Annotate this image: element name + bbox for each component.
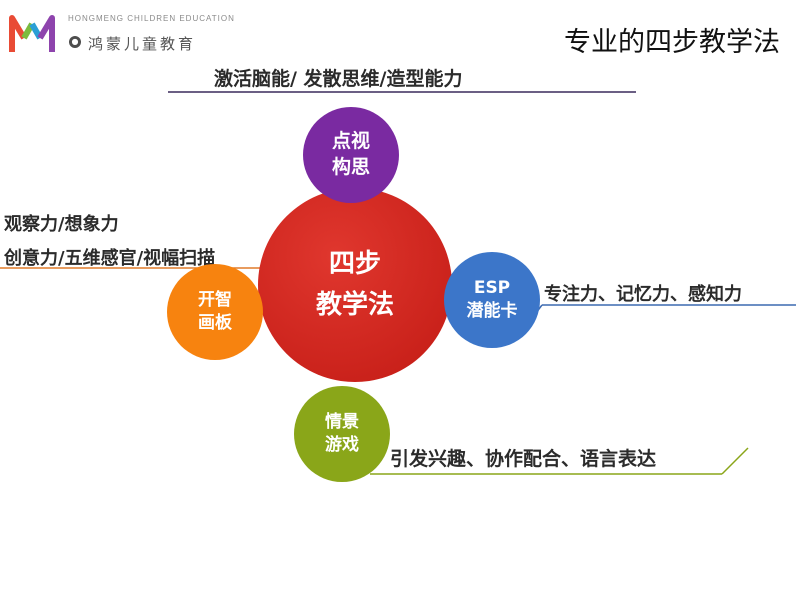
right-node-description: 专注力、记忆力、感知力 bbox=[544, 284, 742, 305]
right-node-circle: ESP 潜能卡 bbox=[444, 252, 540, 348]
bottom-pointer bbox=[721, 447, 749, 475]
left-node-line1: 开智 bbox=[198, 290, 232, 311]
bottom-node-line2: 游戏 bbox=[325, 435, 359, 455]
left-node-circle: 开智 画板 bbox=[167, 264, 263, 360]
top-node-description: 激活脑能/ 发散思维/造型能力 bbox=[214, 68, 463, 90]
right-node-line2: 潜能卡 bbox=[466, 301, 518, 321]
slide-title: 专业的四步教学法 bbox=[564, 27, 780, 58]
center-line1: 四步 bbox=[328, 248, 381, 279]
bottom-node-circle: 情景 游戏 bbox=[294, 386, 390, 482]
center-line2: 教学法 bbox=[315, 290, 394, 320]
bottom-node-line1: 情景 bbox=[325, 412, 359, 433]
center-circle: 四步 教学法 bbox=[258, 188, 452, 382]
logo-english-text: HONGMENG CHILDREN EDUCATION bbox=[68, 14, 235, 23]
right-node-line1: ESP bbox=[473, 278, 511, 299]
top-node-circle: 点视 构思 bbox=[303, 107, 399, 203]
logo-chinese-text: 鸿蒙儿童教育 bbox=[88, 35, 197, 53]
logo-mark-icon: ● bbox=[69, 36, 81, 48]
left-node-description-1: 观察力/想象力 bbox=[4, 214, 119, 235]
top-node-line1: 点视 bbox=[331, 130, 370, 153]
bottom-node-description: 引发兴趣、协作配合、语言表达 bbox=[390, 448, 657, 470]
left-node-line2: 画板 bbox=[198, 313, 232, 333]
hongmeng-logo-icon bbox=[9, 15, 55, 52]
top-node-line2: 构思 bbox=[331, 156, 370, 178]
left-node-description-2: 创意力/五维感官/视幅扫描 bbox=[4, 248, 216, 269]
